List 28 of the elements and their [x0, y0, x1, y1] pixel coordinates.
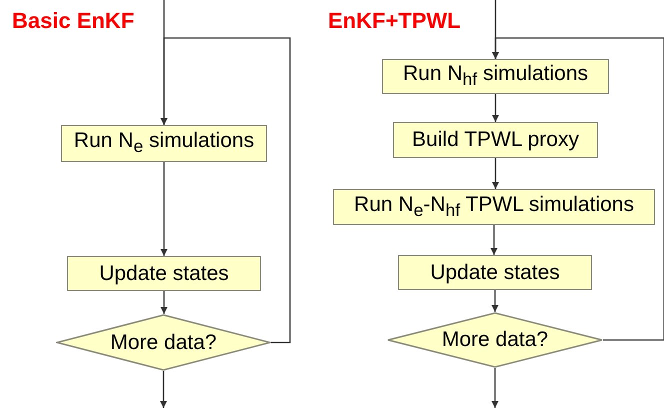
heading: EnKF+TPWL	[328, 8, 461, 34]
arrow	[492, 290, 498, 312]
arrow	[492, 368, 498, 408]
process-box	[382, 59, 609, 94]
process-box	[333, 189, 655, 225]
node-text: Update states	[430, 260, 560, 284]
heading: Basic EnKF	[12, 8, 134, 34]
process-box	[398, 255, 592, 290]
node-text: More data?	[442, 328, 548, 352]
arrow	[492, 37, 664, 341]
process-box	[393, 122, 598, 158]
arrow	[160, 291, 168, 314]
node-text: More data?	[110, 330, 217, 354]
node-text: Run N$_{e}$ simulations	[74, 129, 254, 158]
arrow	[160, 371, 167, 408]
node-text: Run N$_{e}$-N$_{hf}$ TPWL simulations	[354, 192, 634, 222]
decision-diamond	[387, 312, 603, 368]
arrow	[490, 225, 498, 255]
arrow	[492, 158, 499, 189]
arrow	[160, 162, 168, 256]
node-text: Run N$_{hf}$ simulations	[402, 62, 588, 91]
process-box	[67, 256, 261, 291]
node-text: Build TPWL proxy	[412, 128, 579, 152]
decision-diamond	[56, 314, 271, 371]
node-text: Update states	[99, 262, 229, 286]
arrow	[492, 94, 499, 122]
arrow	[160, 37, 291, 344]
process-box	[61, 125, 267, 162]
